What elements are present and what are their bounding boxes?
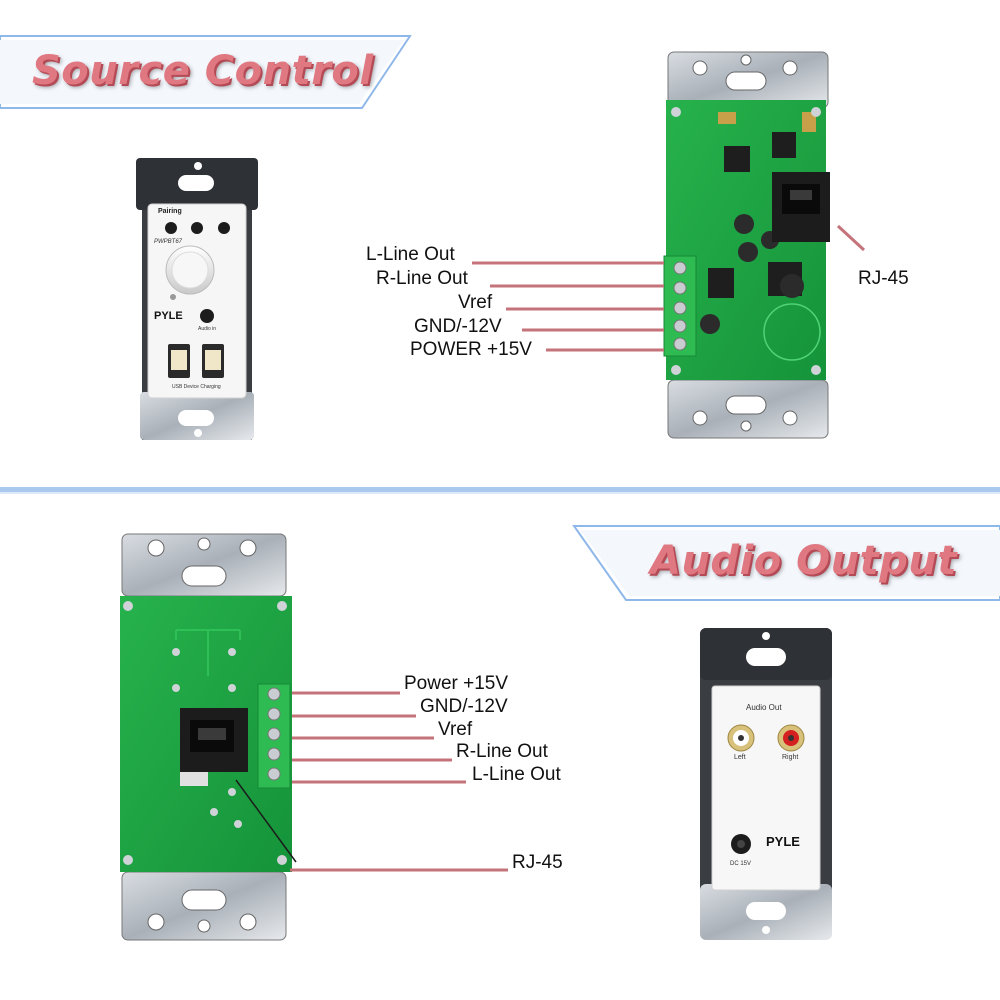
source-label-rj45: RJ-45 <box>858 268 909 289</box>
output-label-l-line-out: L-Line Out <box>472 764 561 785</box>
output-label-r-line-out: R-Line Out <box>456 741 548 762</box>
source-leader-lines <box>472 224 866 352</box>
audio-output-title: Audio Output <box>650 538 958 584</box>
output-pcb-device <box>120 533 292 941</box>
banner-source-control <box>0 35 412 109</box>
output-faceplate-device <box>700 628 832 940</box>
section-divider <box>0 487 1000 494</box>
output-label-gnd: GND/-12V <box>420 696 508 717</box>
source-label-l-line-out: L-Line Out <box>366 244 455 265</box>
source-faceplate-device <box>136 158 258 440</box>
output-label-rj45: RJ-45 <box>512 852 563 873</box>
output-brand-logo: PYLE <box>766 834 800 849</box>
source-label-r-line-out: R-Line Out <box>376 268 468 289</box>
output-right-label: Right <box>782 754 799 761</box>
source-label-vref: Vref <box>458 292 493 313</box>
output-dc-label: DC 15V <box>730 861 752 867</box>
banner-audio-output <box>572 525 1000 601</box>
output-leader-lines <box>290 691 508 872</box>
output-audio-out-label: Audio Out <box>746 703 782 712</box>
source-model-label: PWPBT67 <box>154 239 183 245</box>
source-control-title: Source Control <box>32 48 374 94</box>
source-usb-caption: USB Device Charging <box>172 384 221 390</box>
output-rj45-pointer <box>235 779 297 863</box>
source-label-gnd: GND/-12V <box>414 316 502 337</box>
output-left-label: Left <box>734 754 746 761</box>
source-audio-in-label: Audio in <box>198 326 217 332</box>
output-label-vref: Vref <box>438 719 473 740</box>
source-label-power: POWER +15V <box>410 339 532 360</box>
output-label-power: Power +15V <box>404 673 509 694</box>
source-pcb-device <box>663 51 830 439</box>
source-pairing-label: Pairing <box>158 208 182 215</box>
source-brand-logo: PYLE <box>154 310 183 322</box>
